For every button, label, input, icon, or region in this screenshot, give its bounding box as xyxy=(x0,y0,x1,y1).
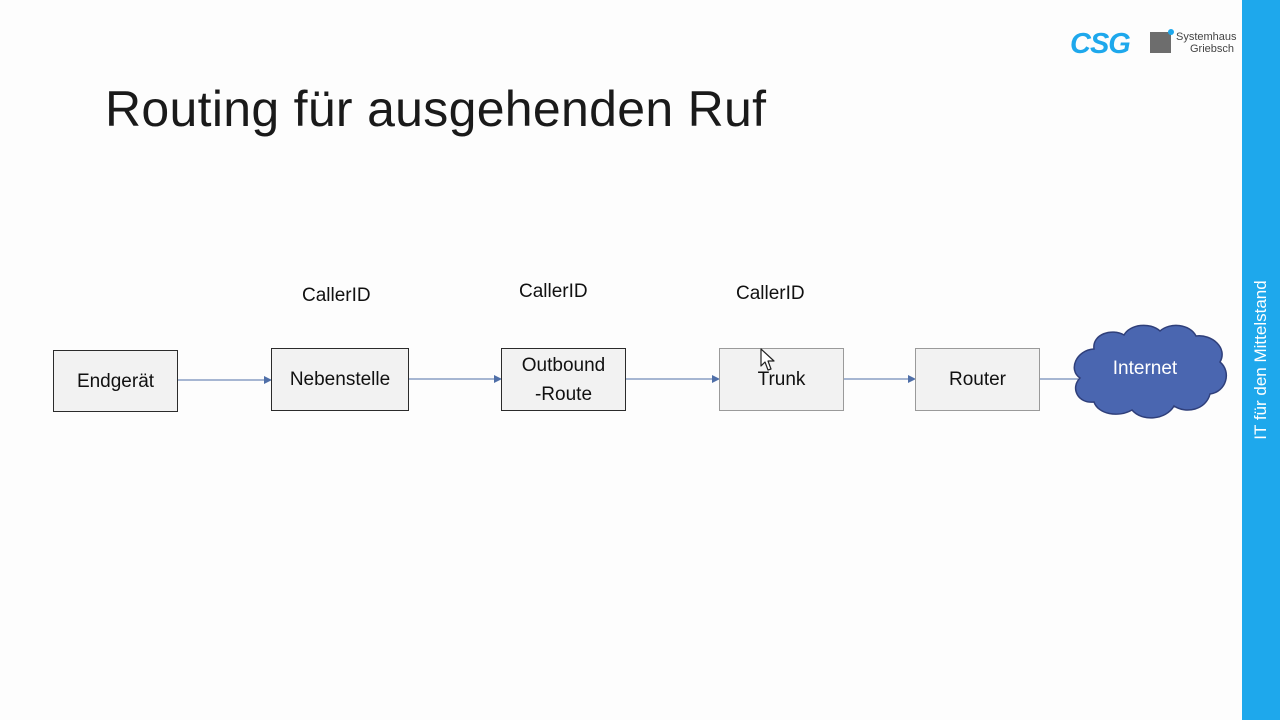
slide-title: Routing für ausgehenden Ruf xyxy=(105,81,767,137)
router-box: Router xyxy=(915,348,1040,411)
internet-cloud-icon xyxy=(1073,324,1228,419)
logo-dot-icon xyxy=(1168,29,1174,35)
company-logo: CSG Systemhaus Griebsch xyxy=(1070,28,1237,60)
internet-label: Internet xyxy=(1112,358,1178,379)
endgeraet-box: Endgerät xyxy=(53,350,178,412)
side-band: IT für den Mittelstand xyxy=(1242,0,1280,720)
logo-text-line2: Griebsch xyxy=(1190,43,1235,55)
side-band-text: IT für den Mittelstand xyxy=(1251,280,1270,440)
nebenstelle-label: Nebenstelle xyxy=(289,369,391,390)
callerid-label-outbound: CallerID xyxy=(519,281,588,302)
trunk-box: Trunk xyxy=(719,348,844,411)
outbound-route-label-line2: -Route xyxy=(534,383,593,405)
outbound-route-box: Outbound -Route xyxy=(501,348,626,411)
router-label: Router xyxy=(948,369,1007,390)
mouse-cursor-icon xyxy=(760,348,775,371)
logo-text-line1: Systemhaus xyxy=(1176,31,1237,43)
routing-diagram xyxy=(178,324,1228,419)
callerid-label-trunk: CallerID xyxy=(736,283,805,304)
endgeraet-label: Endgerät xyxy=(76,370,155,392)
outbound-route-label-line1: Outbound xyxy=(521,354,606,376)
logo-text: Systemhaus Griebsch xyxy=(1176,31,1237,55)
trunk-label: Trunk xyxy=(757,369,806,390)
logo-mark: CSG xyxy=(1070,28,1131,60)
nebenstelle-box: Nebenstelle xyxy=(271,348,409,411)
callerid-label-nebenstelle: CallerID xyxy=(302,285,371,306)
logo-square-icon xyxy=(1150,32,1171,53)
